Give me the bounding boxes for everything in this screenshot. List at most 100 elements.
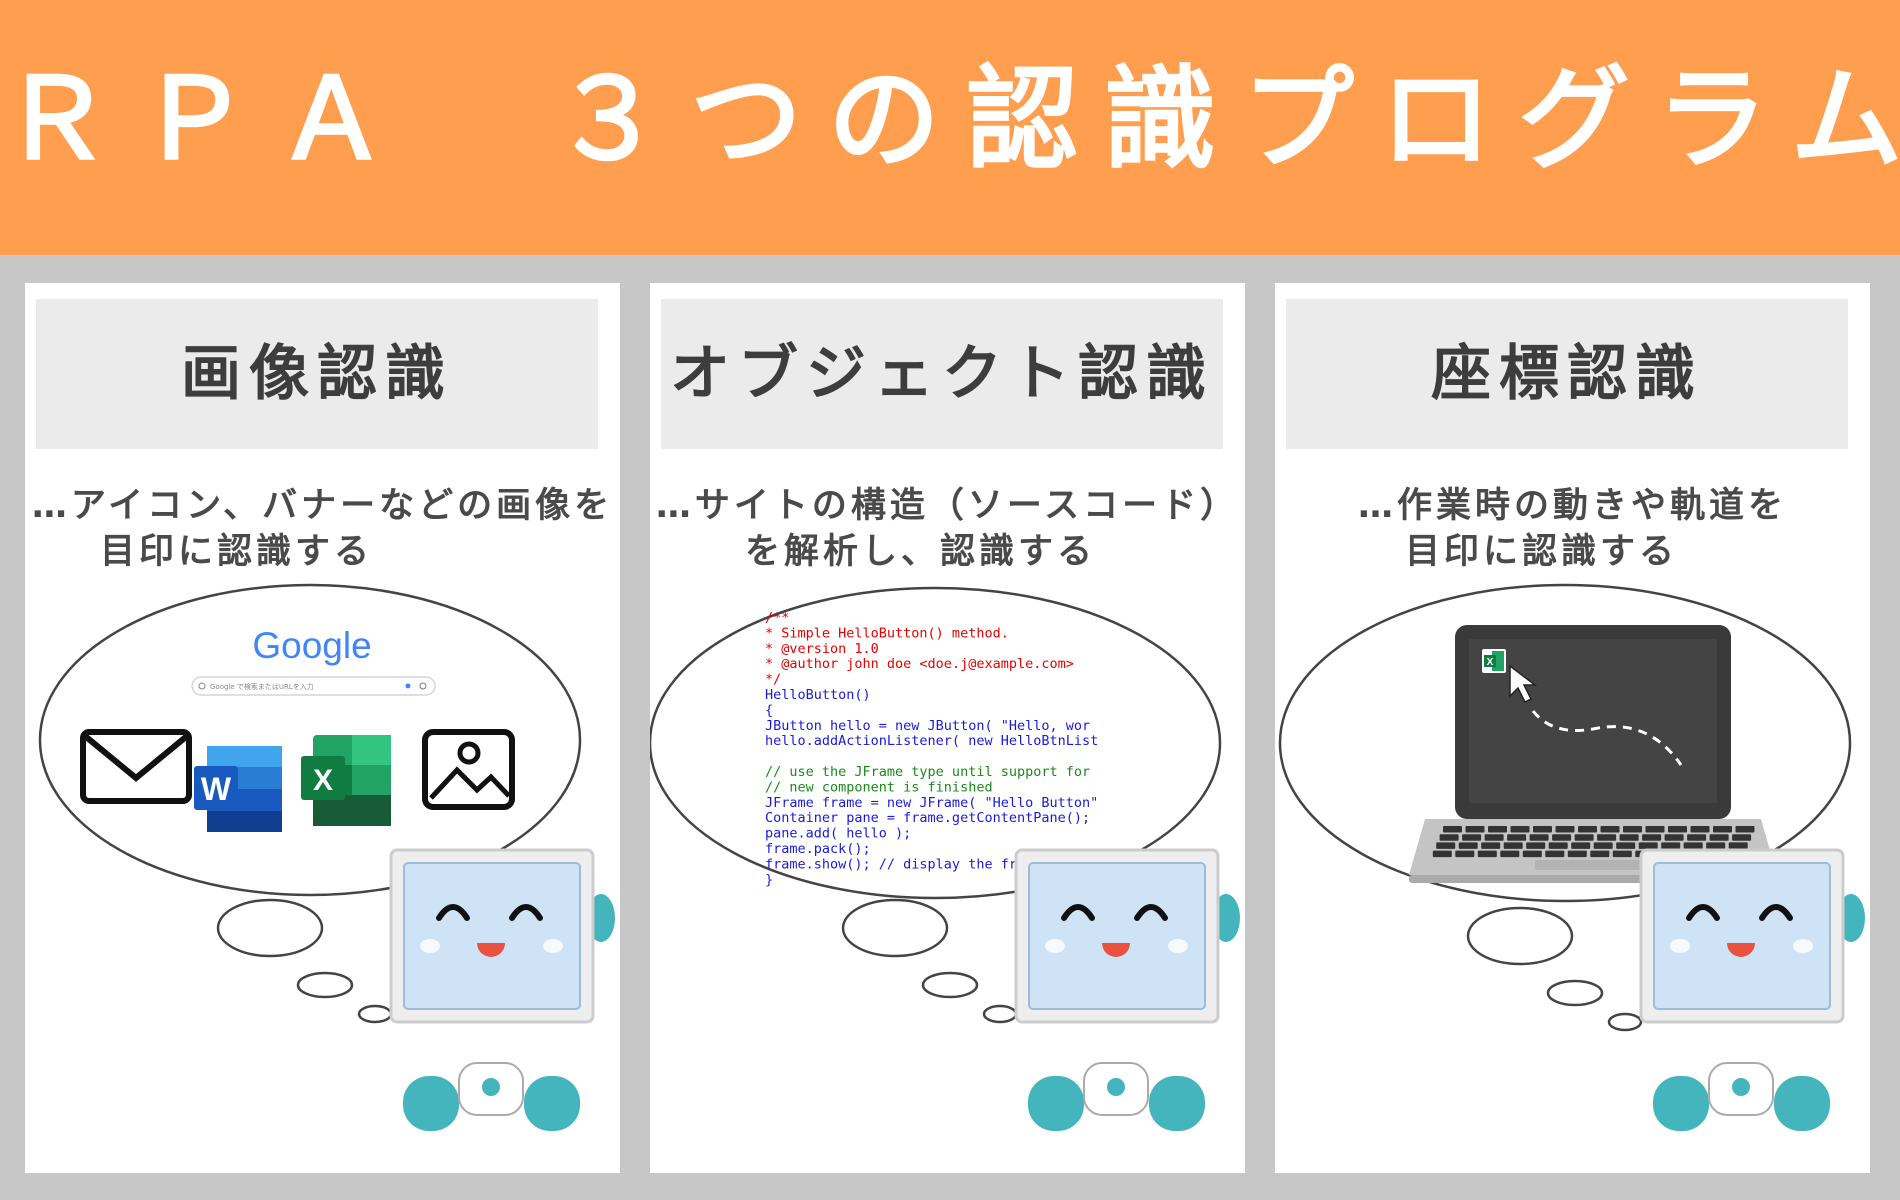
keyboard-key — [1526, 842, 1546, 849]
code-line: Container pane = frame.getContentPane(); — [765, 810, 1090, 826]
robot-mascot — [389, 848, 615, 1131]
thought-bubble-dot — [982, 1004, 1018, 1024]
panel-title: 座標認識 — [1431, 339, 1703, 409]
description-line-1: …作業時の動きや軌道を — [1357, 486, 1787, 526]
panel-title: オブジェクト認識 — [670, 339, 1214, 409]
code-line: // use the JFrame type until support for — [765, 764, 1090, 780]
thought-bubble — [38, 583, 582, 897]
panel-title: 画像認識 — [181, 339, 453, 409]
keyboard-key — [1574, 834, 1594, 841]
keyboard-key — [1732, 834, 1752, 841]
excel-icon: X — [1482, 649, 1506, 673]
thought-bubble — [650, 586, 1222, 900]
keyboard-key — [1683, 842, 1703, 849]
keyboard-key — [1642, 834, 1662, 841]
keyboard-key — [1522, 850, 1542, 858]
panel-description: …アイコン、バナーなどの画像を 目印に認識する — [25, 483, 620, 575]
code-line: * @version 1.0 — [765, 641, 879, 657]
mail-icon — [80, 729, 192, 804]
keyboard-key — [1593, 842, 1613, 849]
panel-object-recognition: オブジェクト認識 …サイトの構造（ソースコード） を解析し、認識する /** *… — [650, 283, 1245, 1173]
thought-bubble-dot — [921, 971, 979, 999]
keyboard-key — [1590, 850, 1610, 858]
coordinate-recognition-illustration: X — [1278, 583, 1865, 1131]
image-icon — [422, 729, 515, 810]
keyboard-key — [1500, 850, 1520, 858]
keyboard-key — [1597, 834, 1617, 841]
keyboard-key — [1503, 842, 1523, 849]
keyboard-key — [1548, 842, 1568, 849]
keyboard-key — [1432, 850, 1452, 858]
code-line: frame.pack(); — [765, 841, 871, 857]
keyboard-key — [1533, 826, 1552, 833]
panel-header: 画像認識 — [36, 299, 598, 449]
keyboard-key — [1571, 842, 1591, 849]
description-line-1: …サイトの構造（ソースコード） — [655, 486, 1240, 526]
keyboard-key — [1465, 826, 1485, 833]
description-line-1: …アイコン、バナーなどの画像を — [31, 486, 614, 526]
panel-header: オブジェクト認識 — [661, 299, 1223, 449]
cursor-icon — [1509, 664, 1538, 704]
keyboard-key — [1552, 834, 1572, 841]
keyboard-key — [1713, 826, 1732, 833]
panel-description: …サイトの構造（ソースコード） を解析し、認識する — [650, 483, 1245, 575]
code-line: hello.addActionListener( new HelloBtnLis… — [765, 733, 1098, 749]
keyboard-key — [1529, 834, 1549, 841]
robot-mascot — [1014, 848, 1240, 1131]
keyboard-key — [1664, 834, 1684, 841]
keyboard-key — [1578, 826, 1597, 833]
keyboard-key — [1484, 834, 1504, 841]
keyboard-key — [1555, 826, 1575, 833]
panel-description: …作業時の動きや軌道を 目印に認識する — [1275, 483, 1870, 575]
code-line: JButton hello = new JButton( "Hello, wor — [765, 718, 1090, 734]
google-logo: Google — [252, 625, 371, 666]
keyboard-key — [1462, 834, 1482, 841]
panel-coordinate-recognition: 座標認識 …作業時の動きや軌道を 目印に認識する X — [1275, 283, 1870, 1173]
keyboard-key — [1668, 826, 1687, 833]
code-line: frame.show(); // display the fr — [765, 856, 1017, 872]
word-icon: W — [194, 746, 282, 832]
keyboard-key — [1690, 826, 1710, 833]
code-line: } — [765, 872, 773, 888]
image-recognition-illustration: Google Google で検索またはURLを入力 W — [38, 583, 615, 1131]
code-line: HelloButton() — [765, 687, 871, 703]
keyboard-key — [1687, 834, 1707, 841]
keyboard-key — [1661, 842, 1681, 849]
source-code: /** * Simple HelloButton() method. * @ve… — [765, 610, 1098, 888]
code-line: // new component is finished — [765, 779, 993, 795]
keyboard-key — [1706, 842, 1726, 849]
keyboard-key — [1455, 850, 1475, 858]
description-line-2: 目印に認識する — [100, 532, 374, 572]
panel-header: 座標認識 — [1286, 299, 1848, 449]
lens-icon — [419, 682, 427, 690]
keyboard-key — [1600, 826, 1620, 833]
title-banner: ＲＰＡ ３つの認識プログラム — [0, 0, 1900, 255]
keyboard-key — [1510, 826, 1530, 833]
robot-mascot — [1639, 848, 1865, 1131]
search-placeholder: Google で検索またはURLを入力 — [210, 682, 314, 691]
laptop-icon — [1409, 625, 1777, 883]
keyboard-key — [1616, 842, 1636, 849]
code-line: JFrame frame = new JFrame( "Hello Button… — [765, 795, 1098, 811]
keyboard-key — [1638, 842, 1658, 849]
code-line: * Simple HelloButton() method. — [765, 625, 1009, 641]
thought-bubble-dot — [216, 898, 324, 958]
code-line: * @author john doe <doe.j@example.com> — [765, 656, 1074, 672]
object-recognition-illustration: /** * Simple HelloButton() method. * @ve… — [650, 586, 1240, 1131]
keyboard-key — [1439, 834, 1459, 841]
thought-bubble-dot — [1466, 906, 1574, 966]
excel-icon: X — [301, 735, 391, 826]
keyboard-key — [1619, 834, 1639, 841]
page-title: ＲＰＡ ３つの認識プログラム — [0, 55, 1900, 185]
keyboard-key — [1709, 834, 1729, 841]
code-line: { — [765, 702, 773, 718]
keyboard-key — [1735, 826, 1755, 833]
keyboard-key — [1443, 826, 1462, 833]
search-input — [191, 676, 436, 696]
keyboard-key — [1612, 850, 1632, 858]
keyboard-key — [1436, 842, 1456, 849]
code-line: pane.add( hello ); — [765, 826, 911, 842]
description-line-2: を解析し、認識する — [745, 532, 1097, 572]
keyboard-key — [1567, 850, 1587, 858]
code-line: /** — [765, 610, 789, 626]
